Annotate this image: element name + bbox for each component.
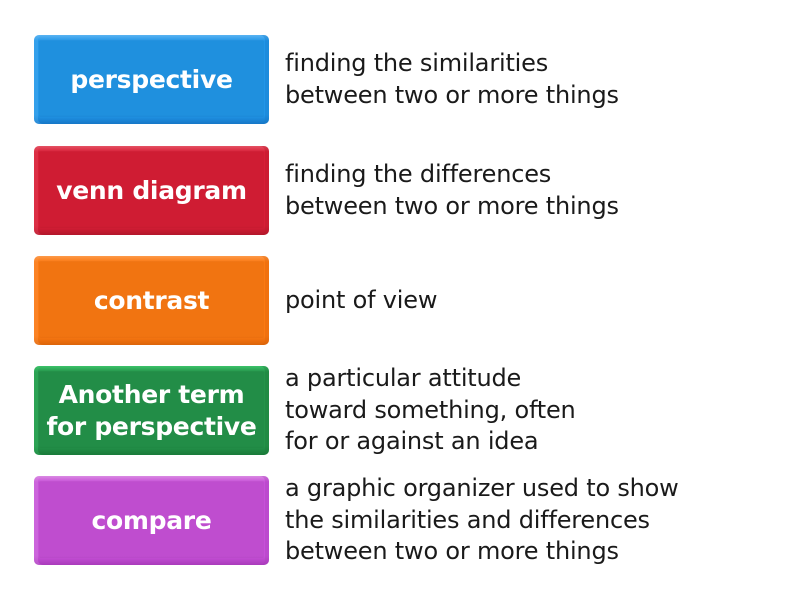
- term-tile-compare[interactable]: compare: [34, 476, 269, 565]
- match-row: venn diagram finding the differences bet…: [34, 146, 774, 235]
- definition-text: point of view: [285, 285, 438, 314]
- definition-text: a graphic organizer used to show the sim…: [285, 474, 679, 566]
- definition-slot: a particular attitude toward something, …: [285, 364, 765, 456]
- term-label: Another term for perspective: [46, 379, 257, 441]
- definition-slot: point of view: [285, 256, 765, 345]
- term-tile-another-term-for-perspective[interactable]: Another term for perspective: [34, 366, 269, 455]
- match-row: perspective finding the similarities bet…: [34, 35, 774, 124]
- definition-text: finding the differences between two or m…: [285, 160, 619, 220]
- definition-slot: finding the similarities between two or …: [285, 35, 765, 124]
- term-label: compare: [91, 506, 212, 535]
- definition-text: finding the similarities between two or …: [285, 49, 619, 109]
- term-tile-venn-diagram[interactable]: venn diagram: [34, 146, 269, 235]
- term-label: perspective: [70, 65, 233, 94]
- term-tile-contrast[interactable]: contrast: [34, 256, 269, 345]
- definition-slot: finding the differences between two or m…: [285, 146, 765, 235]
- match-row: Another term for perspective a particula…: [34, 364, 774, 456]
- definition-text: a particular attitude toward something, …: [285, 364, 576, 456]
- match-row: contrast point of view: [34, 256, 774, 345]
- match-row: compare a graphic organizer used to show…: [34, 474, 774, 566]
- definition-slot: a graphic organizer used to show the sim…: [285, 474, 765, 566]
- term-label: contrast: [93, 286, 210, 315]
- term-label: venn diagram: [56, 176, 247, 205]
- term-tile-perspective[interactable]: perspective: [34, 35, 269, 124]
